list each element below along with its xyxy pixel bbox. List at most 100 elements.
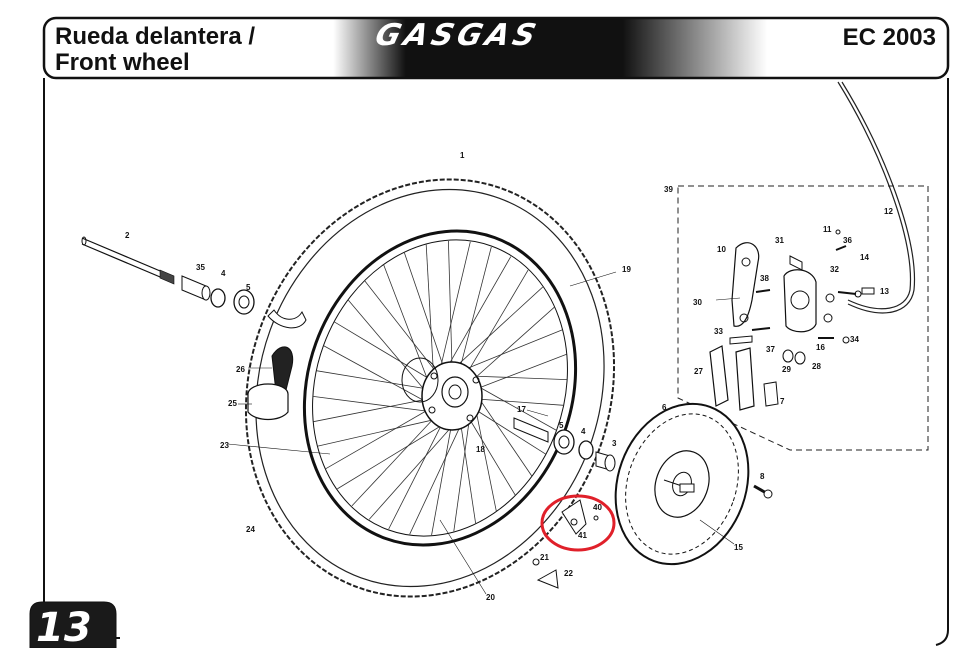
part-label: 21	[540, 553, 549, 562]
spoke	[347, 299, 429, 395]
brand-logo: GASGAS	[371, 18, 544, 53]
disc-bolt	[753, 484, 773, 499]
part-label: 3	[612, 439, 617, 448]
part-label: 11	[823, 225, 832, 234]
part-label: 36	[843, 236, 852, 245]
spoke	[312, 396, 434, 413]
spoke	[364, 280, 437, 373]
brake-disc	[614, 402, 750, 566]
part-label: 31	[775, 236, 784, 245]
part-label: 4	[581, 427, 586, 436]
part-label: 12	[884, 207, 893, 216]
part-label: 27	[694, 367, 703, 376]
sensor-bracket	[561, 499, 599, 535]
spoke	[337, 421, 449, 490]
spacer-3	[595, 451, 616, 472]
part-label: 8	[760, 472, 765, 481]
part-label: 24	[246, 525, 255, 534]
part-label: 38	[760, 274, 769, 283]
spoke	[472, 407, 547, 455]
part-label: 18	[476, 445, 485, 454]
spoke	[447, 256, 512, 367]
part-label: 37	[766, 345, 775, 354]
part-label: 30	[693, 298, 702, 307]
model-name: EC 2003	[842, 24, 936, 51]
rim-lock	[271, 346, 294, 393]
spoke	[474, 403, 497, 512]
bearing-left	[233, 289, 255, 315]
front-tire	[244, 178, 616, 598]
caliper-group-box	[677, 185, 929, 451]
spoke	[472, 307, 555, 381]
seal-right	[578, 440, 594, 460]
spoke	[325, 407, 432, 470]
part-label: 10	[717, 245, 726, 254]
page-border-right	[935, 78, 949, 646]
part-label: 40	[593, 503, 602, 512]
spoke	[317, 417, 441, 447]
part-label: 13	[880, 287, 889, 296]
spoke	[475, 398, 564, 406]
part-label: 6	[662, 403, 667, 412]
part-label: 35	[196, 263, 205, 272]
brake-hose	[837, 81, 912, 310]
spoke	[459, 420, 476, 524]
spokes	[312, 240, 568, 536]
part-label: 2	[125, 231, 130, 240]
seal-left	[210, 288, 226, 308]
spoke	[368, 421, 457, 520]
spoke	[404, 252, 445, 368]
spoke	[351, 415, 437, 507]
caliper-bracket	[731, 242, 760, 327]
spoke	[475, 393, 533, 477]
bearing-right	[553, 429, 575, 455]
tire-tube-loop	[267, 309, 307, 329]
part-label: 22	[564, 569, 573, 578]
part-label: 15	[734, 543, 743, 552]
spoke	[455, 286, 543, 367]
spoke	[463, 329, 563, 371]
part-label: 5	[246, 283, 251, 292]
part-label: 17	[517, 405, 526, 414]
part-label: 26	[236, 365, 245, 374]
spoke	[313, 398, 429, 423]
part-label: 28	[812, 362, 821, 371]
pad-spring	[763, 381, 779, 407]
page-number-badge	[29, 601, 117, 648]
caliper-small-parts	[751, 229, 875, 365]
part-label: 32	[830, 265, 839, 274]
part-labels: 1235452625232419175431820212240416158391…	[125, 151, 893, 602]
spoke	[467, 269, 529, 373]
part-label: 25	[228, 399, 237, 408]
spoke	[467, 415, 516, 496]
spoke	[388, 420, 445, 530]
part-label: 4	[221, 269, 226, 278]
spoke	[323, 345, 430, 404]
spacer-right	[513, 417, 549, 443]
title-spanish: Rueda delantera /	[55, 23, 256, 50]
spoke	[459, 246, 492, 368]
part-label: 33	[714, 327, 723, 336]
page-border	[43, 78, 120, 639]
spoke	[475, 353, 567, 390]
part-label: 29	[782, 365, 791, 374]
part-label: 19	[622, 265, 631, 274]
front-axle	[81, 236, 175, 285]
part-label: 34	[850, 335, 859, 344]
rim-tape	[247, 383, 289, 421]
spoke	[448, 240, 453, 367]
part-label: 1	[460, 151, 465, 160]
part-label: 23	[220, 441, 229, 450]
part-label: 39	[664, 185, 673, 194]
part-label: 5	[559, 421, 564, 430]
spoke	[425, 244, 434, 377]
hub	[401, 357, 483, 431]
spoke	[453, 411, 471, 532]
spoke	[383, 264, 430, 385]
leader-lines	[227, 271, 741, 595]
washer-21	[532, 558, 540, 566]
part-label: 20	[486, 593, 495, 602]
highlight-circle	[540, 494, 616, 552]
part-22	[536, 569, 559, 589]
